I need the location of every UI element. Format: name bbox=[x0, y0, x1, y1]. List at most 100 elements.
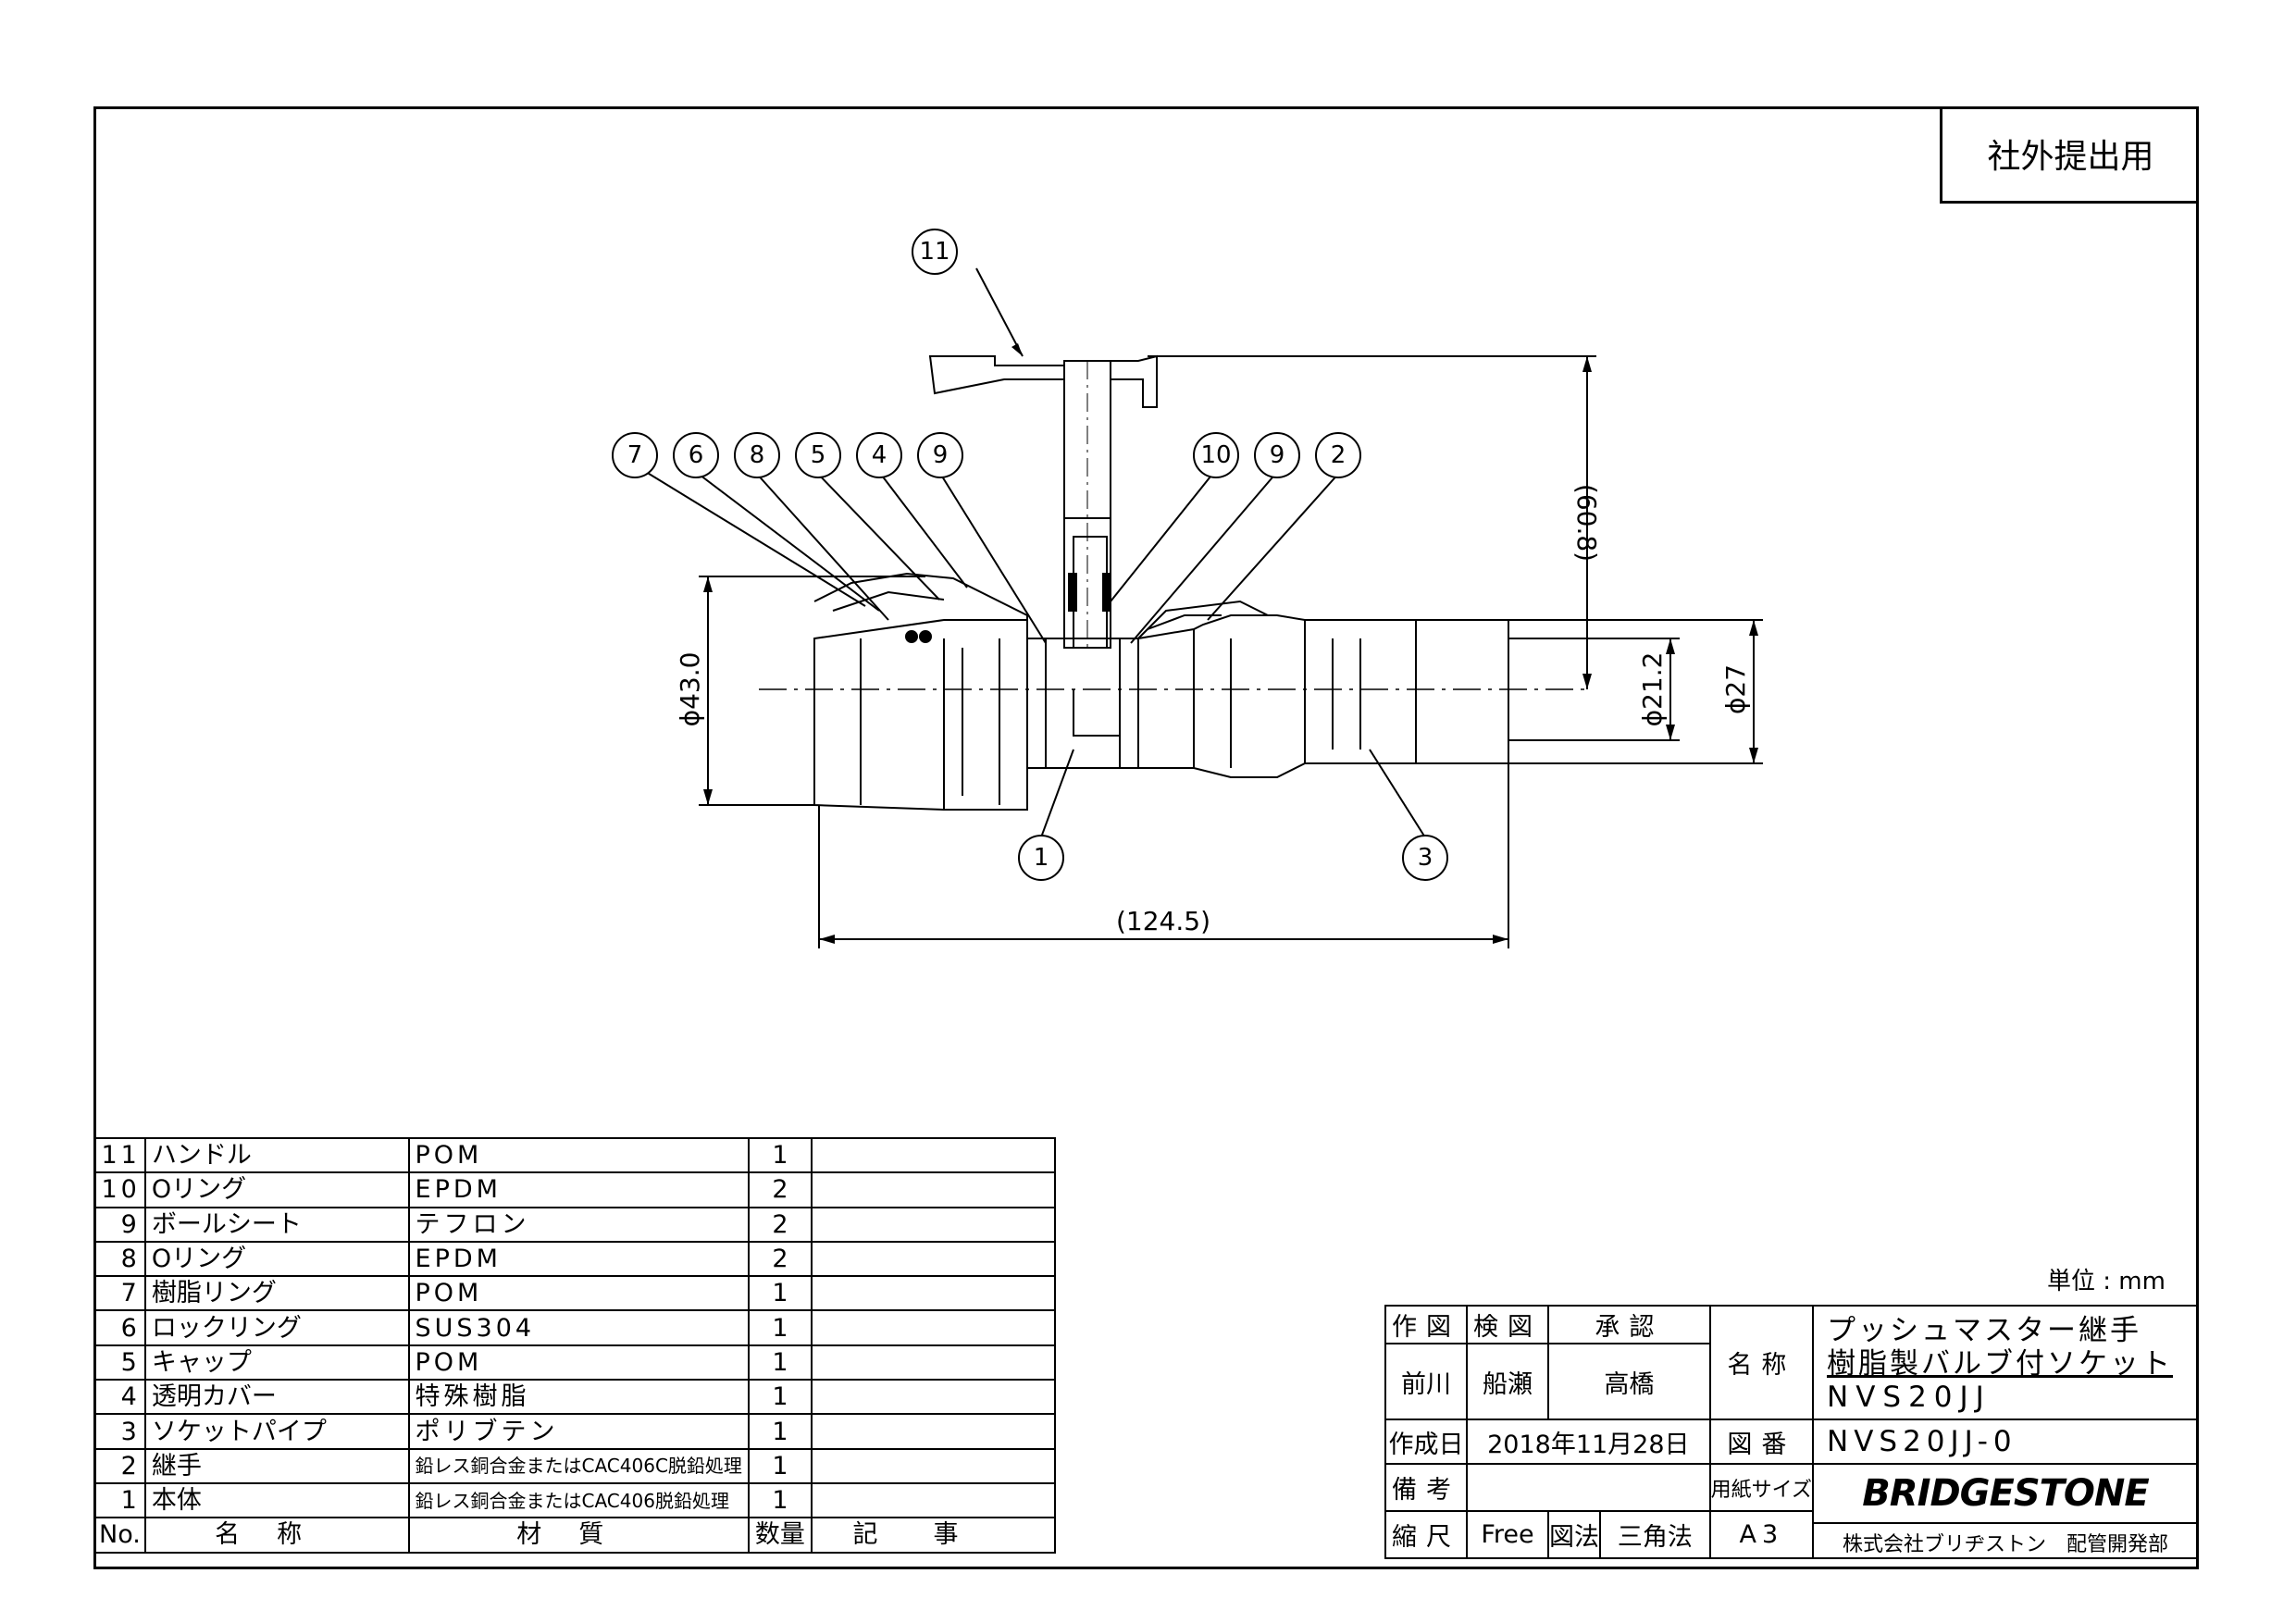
callout-3-text: 3 bbox=[1418, 844, 1433, 872]
callout-8 bbox=[734, 432, 780, 478]
dim-pipe-inner-text: ϕ21.2 bbox=[1637, 652, 1668, 727]
paper-size: A3 bbox=[1708, 1510, 1815, 1559]
part-no: 7 bbox=[93, 1275, 146, 1312]
callout-6 bbox=[673, 432, 719, 478]
part-material: POM bbox=[407, 1136, 750, 1174]
remarks bbox=[1466, 1463, 1711, 1512]
header-material: 材質 bbox=[407, 1517, 750, 1554]
part-note bbox=[810, 1379, 1057, 1416]
callout-9b bbox=[1254, 432, 1300, 478]
created-date: 2018年11月28日 bbox=[1466, 1419, 1711, 1465]
part-note bbox=[810, 1206, 1057, 1243]
approved-label: 承認 bbox=[1547, 1305, 1711, 1344]
header-note: 記事 bbox=[810, 1517, 1057, 1554]
callout-7 bbox=[612, 432, 658, 478]
callout-6-text: 6 bbox=[689, 441, 704, 469]
callout-3 bbox=[1402, 835, 1448, 881]
part-material: ポリブテン bbox=[407, 1413, 750, 1450]
part-qty: 1 bbox=[747, 1136, 813, 1174]
remarks-label: 備考 bbox=[1384, 1463, 1468, 1512]
callout-9b-text: 9 bbox=[1270, 441, 1285, 469]
part-note bbox=[810, 1481, 1057, 1519]
dim-length-text: (124.5) bbox=[1116, 906, 1210, 936]
part-note bbox=[810, 1171, 1057, 1208]
part-note bbox=[810, 1309, 1057, 1346]
part-no: 10 bbox=[93, 1171, 146, 1208]
checked-label: 検図 bbox=[1466, 1305, 1549, 1344]
part-no: 6 bbox=[93, 1309, 146, 1346]
callout-11 bbox=[912, 229, 958, 275]
left-socket-body bbox=[813, 619, 1028, 811]
part-name: 透明カバー bbox=[143, 1379, 410, 1416]
projection-method: 三角法 bbox=[1599, 1510, 1711, 1559]
callout-4 bbox=[856, 432, 902, 478]
part-material: 鉛レス銅合金またはCAC406脱鉛処理 bbox=[407, 1481, 750, 1519]
name-label: 名称 bbox=[1708, 1305, 1815, 1420]
callout-11-text: 11 bbox=[919, 238, 949, 266]
paper-size-label: 用紙サイズ bbox=[1708, 1463, 1815, 1512]
company-name: 株式会社ブリヂストン 配管開発部 bbox=[1815, 1522, 2196, 1556]
part-qty: 1 bbox=[747, 1344, 813, 1381]
o-ring-10 bbox=[1068, 573, 1077, 612]
scale: Free bbox=[1466, 1510, 1549, 1559]
part-name: キャップ bbox=[143, 1344, 410, 1381]
checked-by: 船瀬 bbox=[1466, 1343, 1549, 1420]
part-material: POM bbox=[407, 1344, 750, 1381]
part-qty: 2 bbox=[747, 1240, 813, 1278]
part-material: EPDM bbox=[407, 1240, 750, 1278]
part-qty: 1 bbox=[747, 1413, 813, 1450]
part-name: ハンドル bbox=[143, 1136, 410, 1174]
part-note bbox=[810, 1413, 1057, 1450]
header-no: No. bbox=[93, 1517, 146, 1554]
approved-by: 高橋 bbox=[1547, 1343, 1711, 1420]
center-body bbox=[1026, 638, 1139, 769]
callout-9a bbox=[917, 432, 963, 478]
part-note bbox=[810, 1240, 1057, 1278]
part-no: 3 bbox=[93, 1413, 146, 1450]
callout-5 bbox=[795, 432, 841, 478]
part-name: ロックリング bbox=[143, 1309, 410, 1346]
o-ring-8 bbox=[905, 630, 918, 643]
drawing-frame bbox=[93, 106, 2199, 1569]
part-no: 11 bbox=[93, 1136, 146, 1174]
part-qty: 1 bbox=[747, 1447, 813, 1484]
bridgestone-logo: BRIDGESTONE bbox=[1862, 1472, 2149, 1515]
part-no: 2 bbox=[93, 1447, 146, 1484]
external-submission-stamp: 社外提出用 bbox=[1940, 106, 2199, 204]
part-name: 本体 bbox=[143, 1481, 410, 1519]
part-name: Oリング bbox=[143, 1240, 410, 1278]
callout-5-text: 5 bbox=[811, 441, 826, 469]
part-qty: 2 bbox=[747, 1171, 813, 1208]
callout-1 bbox=[1018, 835, 1064, 881]
callout-8-text: 8 bbox=[750, 441, 765, 469]
drawing-no-label: 図番 bbox=[1708, 1419, 1815, 1465]
part-no: 4 bbox=[93, 1379, 146, 1416]
part-qty: 1 bbox=[747, 1481, 813, 1519]
part-note bbox=[810, 1275, 1057, 1312]
part-material: POM bbox=[407, 1275, 750, 1312]
drawn-label: 作図 bbox=[1384, 1305, 1468, 1344]
callout-7-text: 7 bbox=[627, 441, 643, 469]
part-no: 1 bbox=[93, 1481, 146, 1519]
part-no: 8 bbox=[93, 1240, 146, 1278]
method-label: 図法 bbox=[1547, 1510, 1601, 1559]
product-name: プッシュマスター継手 樹脂製バルブ付ソケット NVS20JJ bbox=[1812, 1305, 2199, 1420]
part-material: 鉛レス銅合金またはCAC406C脱鉛処理 bbox=[407, 1447, 750, 1484]
product-name-line3: NVS20JJ bbox=[1827, 1380, 1992, 1414]
part-material: SUS304 bbox=[407, 1309, 750, 1346]
dim-body-dia-text: ϕ43.0 bbox=[675, 652, 705, 727]
date-label: 作成日 bbox=[1384, 1419, 1468, 1465]
callout-9a-text: 9 bbox=[933, 441, 949, 469]
drawing-no: NVS20JJ-0 bbox=[1812, 1419, 2199, 1465]
header-name: 名称 bbox=[143, 1517, 410, 1554]
